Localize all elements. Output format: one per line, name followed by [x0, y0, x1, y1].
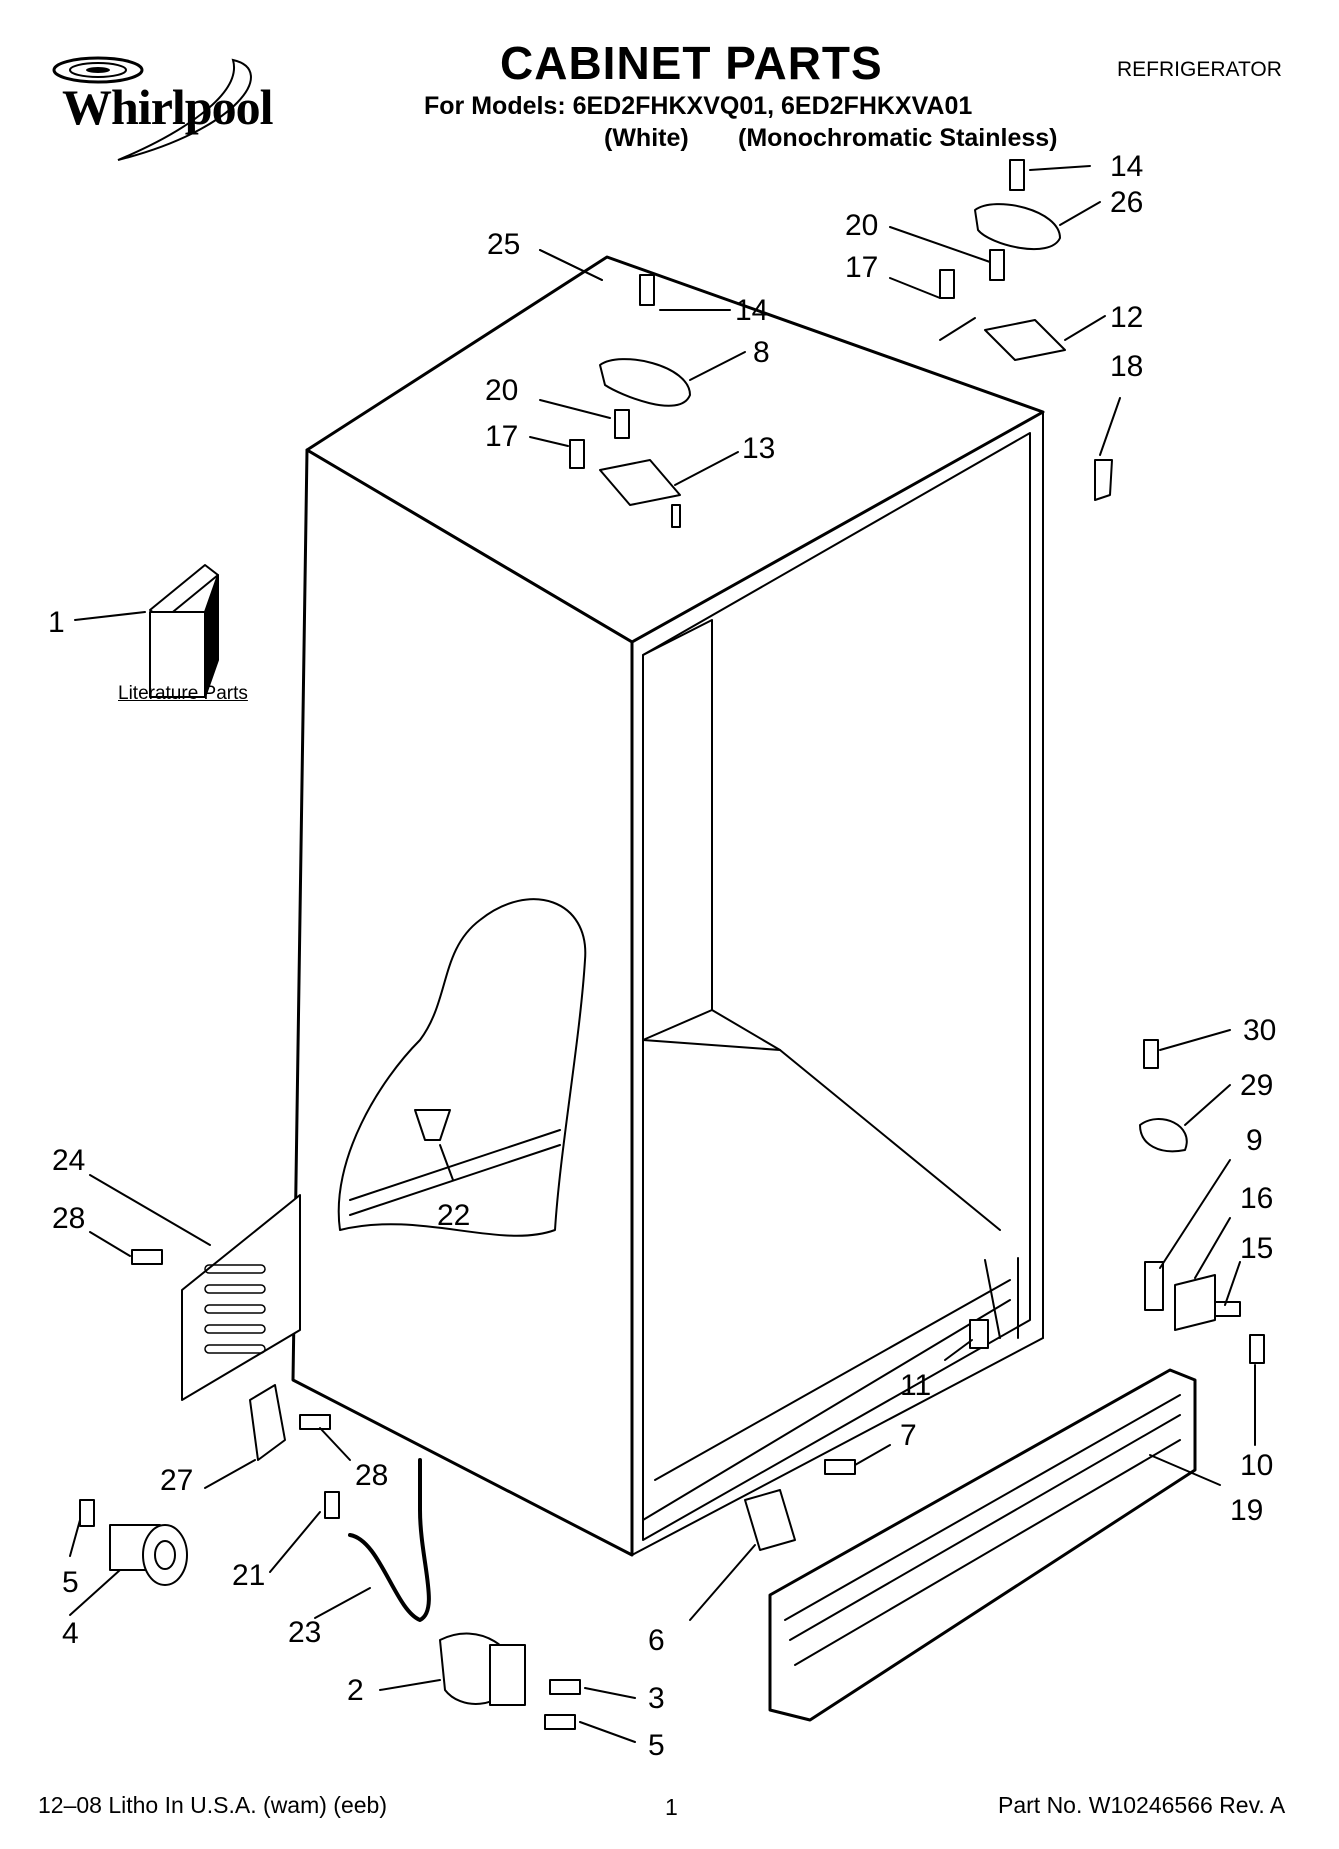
- callout-5b: 5: [648, 1729, 665, 1762]
- callout-8: 8: [753, 336, 770, 369]
- callout-19: 19: [1230, 1494, 1263, 1527]
- hinge-pin-16: [1174, 1274, 1216, 1331]
- top-hinge-cover-right: [974, 203, 1061, 251]
- part-number: Part No. W10246566 Rev. A: [998, 1792, 1286, 1818]
- callout-10: 10: [1240, 1449, 1273, 1482]
- bracket-27: [249, 1384, 286, 1461]
- model-numbers: For Models: 6ED2FHKXVQ01, 6ED2FHKXVA01: [424, 92, 973, 120]
- callout-16: 16: [1240, 1182, 1273, 1215]
- callout-6: 6: [648, 1624, 665, 1657]
- swirl-logo-icon: [52, 56, 252, 161]
- callout-15: 15: [1240, 1232, 1273, 1265]
- callout-14a: 14: [1110, 150, 1143, 183]
- water-tube-23: [348, 1458, 431, 1622]
- callout-18: 18: [1110, 350, 1143, 383]
- callout-20a: 20: [845, 209, 878, 242]
- page-title: CABINET PARTS: [500, 37, 883, 89]
- callout-2: 2: [347, 1674, 364, 1707]
- callout-20b: 20: [485, 374, 518, 407]
- callout-5a: 5: [62, 1566, 79, 1599]
- bottom-hinge-2: [439, 1632, 526, 1706]
- top-hinge-cover-left: [599, 358, 691, 407]
- part-29: [1139, 1118, 1188, 1153]
- cabinet-body: [291, 255, 1045, 1557]
- callout-11: 11: [900, 1369, 931, 1402]
- callout-1: 1: [48, 606, 65, 639]
- brand-wordmark: Whirlpool: [62, 79, 273, 135]
- literature-booklet: [149, 564, 219, 698]
- callout-26: 26: [1110, 186, 1143, 219]
- variant-stainless: (Monochromatic Stainless): [738, 124, 1058, 152]
- leader-arrows: [69, 165, 1256, 1743]
- whirlpool-logo: Whirlpool: [28, 40, 278, 170]
- callout-17a: 17: [845, 251, 878, 284]
- callout-13: 13: [742, 432, 775, 465]
- roller-4: [109, 1524, 188, 1586]
- callout-3: 3: [648, 1682, 665, 1715]
- callout-29: 29: [1240, 1069, 1273, 1102]
- callout-25: 25: [487, 228, 520, 261]
- bracket-18: [1094, 459, 1113, 501]
- callout-14b: 14: [735, 294, 768, 327]
- callout-23: 23: [288, 1616, 321, 1649]
- screws: [79, 159, 1265, 1730]
- callout-28b: 28: [355, 1459, 388, 1492]
- callout-28a: 28: [52, 1202, 85, 1235]
- rear-grille: [181, 1194, 301, 1401]
- callout-7: 7: [900, 1419, 917, 1452]
- print-info: 12–08 Litho In U.S.A. (wam) (eeb): [38, 1792, 387, 1818]
- leveling-leg-22: [414, 1109, 451, 1141]
- base-grille-19: [768, 1368, 1197, 1722]
- cutaway-view: [337, 898, 587, 1237]
- bracket-9: [1144, 1261, 1164, 1311]
- variant-white: (White): [604, 124, 689, 152]
- page-number: 1: [665, 1794, 678, 1820]
- callout-labels: 14 26 20 17 12 18 25 14 8 20 17 13 1 30 …: [48, 150, 1276, 1762]
- callout-17b: 17: [485, 420, 518, 453]
- callout-27: 27: [160, 1464, 193, 1497]
- bracket-11: [969, 1319, 989, 1349]
- literature-parts-label: Literature Parts: [118, 683, 248, 704]
- top-hinge-left: [599, 459, 681, 528]
- callout-22: 22: [437, 1199, 470, 1232]
- callout-24: 24: [52, 1144, 85, 1177]
- appliance-type: REFRIGERATOR: [1117, 58, 1282, 81]
- callout-4: 4: [62, 1617, 79, 1650]
- callout-30: 30: [1243, 1014, 1276, 1047]
- callout-9: 9: [1246, 1124, 1263, 1157]
- callout-21: 21: [232, 1559, 265, 1592]
- top-hinge-right: [984, 319, 1066, 361]
- bracket-6: [744, 1489, 796, 1551]
- callout-12: 12: [1110, 301, 1143, 334]
